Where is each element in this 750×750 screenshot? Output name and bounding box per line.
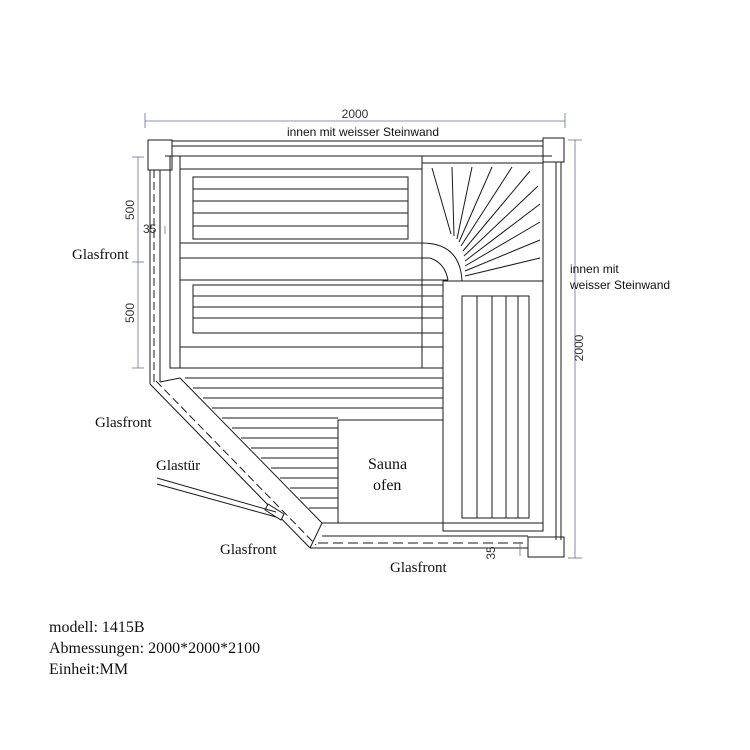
dim-width-top: 2000: [342, 107, 369, 121]
bottom-glass-front: [309, 522, 528, 549]
wall-label-top: innen mit weisser Steinwand: [287, 125, 439, 139]
diagonal-glass-front: [149, 377, 323, 549]
dim-seat-lower: 500: [123, 303, 137, 323]
sauna-oven-label-line1: Sauna: [368, 456, 407, 473]
right-bench: [442, 280, 544, 532]
top-wall: [147, 137, 565, 171]
glass-door-label: Glastür: [156, 458, 200, 474]
sauna-oven: [337, 419, 444, 524]
lower-floor-slats: [180, 367, 443, 509]
dim-seat-upper: 500: [123, 200, 137, 220]
dim-gap-left: 35: [143, 222, 157, 236]
left-glass-front: [149, 170, 161, 384]
dimension-lines: [132, 113, 582, 559]
unit-info: Einheit:MM: [49, 661, 129, 678]
right-wall: [527, 162, 565, 558]
upper-bench: [169, 155, 448, 369]
glass-front-label-bottom: Glasfront: [390, 560, 447, 576]
dim-gap-bottom: 35: [484, 546, 498, 560]
dim-height-right: 2000: [572, 334, 586, 361]
corner-bench: [421, 156, 544, 300]
model-info: modell: 1415B: [49, 619, 145, 636]
wall-label-right-line1: innen mit: [570, 262, 619, 276]
glass-door[interactable]: [156, 477, 277, 518]
wall-label-right-line2: weisser Steinwand: [569, 278, 670, 292]
dimensions-info: Abmessungen: 2000*2000*2100: [49, 640, 261, 657]
glass-front-label-corner: Glasfront: [220, 542, 277, 558]
glass-front-label-left: Glasfront: [72, 247, 129, 263]
glass-front-label-diagonal: Glasfront: [95, 415, 152, 431]
sauna-oven-label-line2: ofen: [373, 477, 401, 494]
